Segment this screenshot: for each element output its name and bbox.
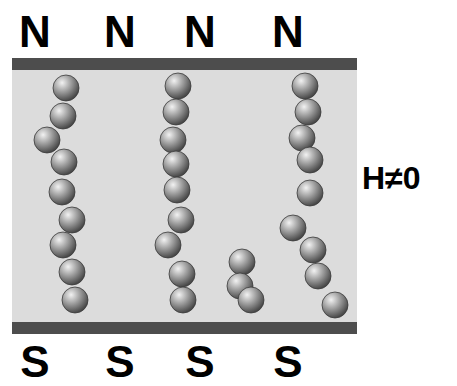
top-plate <box>12 58 357 70</box>
pole-label: S <box>185 340 214 384</box>
bottom-plate <box>12 322 357 334</box>
particle <box>59 207 85 233</box>
particle <box>163 99 189 125</box>
pole-label: N <box>272 10 304 54</box>
particle-chains <box>34 73 348 318</box>
pole-label: S <box>20 340 49 384</box>
particle <box>295 99 321 125</box>
pole-label: S <box>273 340 302 384</box>
particle <box>169 261 195 287</box>
particle <box>50 232 76 258</box>
field-label: H≠0 <box>362 162 420 194</box>
particle <box>53 75 79 101</box>
particle <box>165 73 191 99</box>
particle <box>59 259 85 285</box>
particle <box>305 263 331 289</box>
particle <box>160 127 186 153</box>
particle <box>170 287 196 313</box>
particle <box>34 127 60 153</box>
particle <box>163 151 189 177</box>
particle <box>292 73 318 99</box>
pole-label: N <box>19 10 51 54</box>
particle <box>229 249 255 275</box>
particle <box>168 207 194 233</box>
particle <box>297 180 323 206</box>
particle <box>238 287 264 313</box>
particle <box>164 177 190 203</box>
particle <box>297 147 323 173</box>
particle <box>50 103 76 129</box>
particle <box>155 232 181 258</box>
particle <box>322 292 348 318</box>
fluid-region <box>12 58 357 334</box>
particle <box>62 287 88 313</box>
particle <box>280 215 306 241</box>
pole-label: N <box>104 10 136 54</box>
pole-label: S <box>105 340 134 384</box>
pole-label: N <box>184 10 216 54</box>
particle <box>300 237 326 263</box>
particle <box>49 179 75 205</box>
particle <box>51 149 77 175</box>
